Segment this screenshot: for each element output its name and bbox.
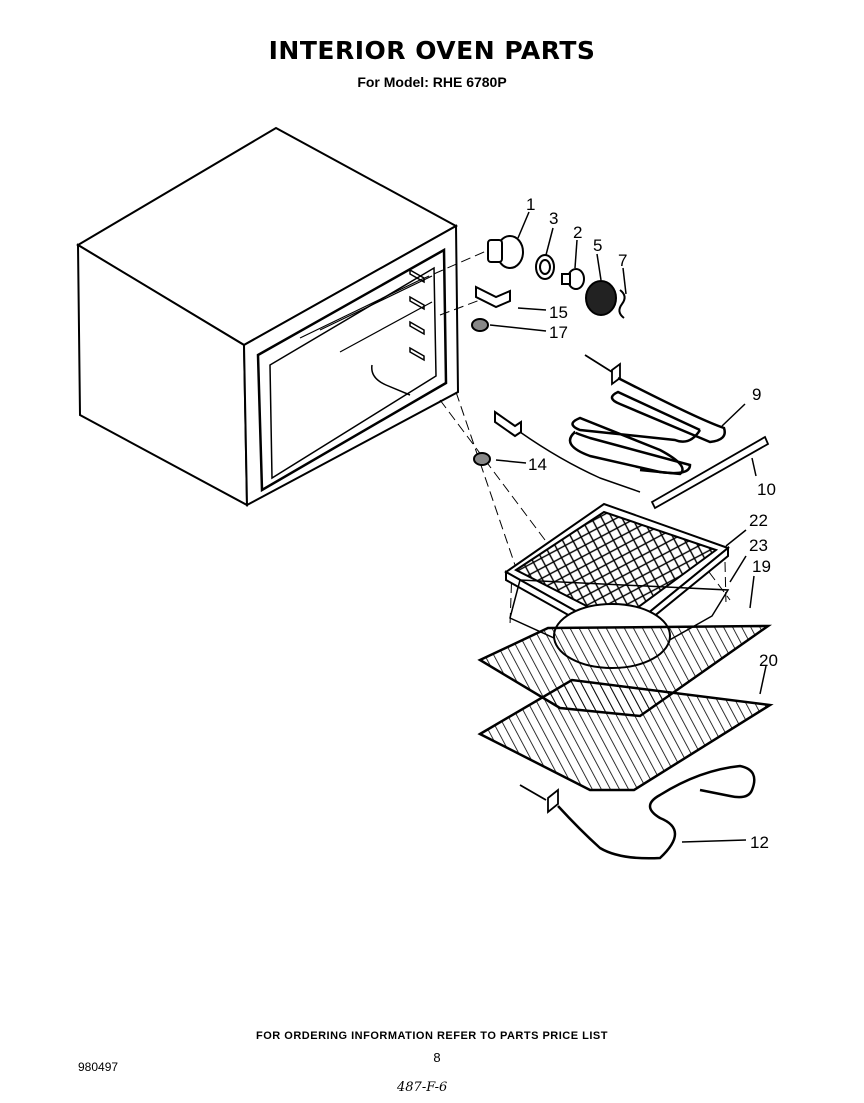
oven-light-assembly	[487, 235, 626, 319]
callout-17: 17	[549, 323, 568, 342]
callout-5: 5	[593, 236, 602, 255]
bake-element	[519, 764, 756, 860]
callout-3: 3	[549, 209, 558, 228]
model-subtitle: For Model: RHE 6780P	[357, 74, 507, 90]
ordering-note: FOR ORDERING INFORMATION REFER TO PARTS …	[256, 1030, 608, 1042]
callout-labels: 1 3 2 5 7 15 17 9 14 10 22 23 19 20 12	[526, 195, 778, 852]
leader-lines	[489, 211, 767, 843]
callout-2: 2	[573, 223, 582, 242]
callout-14: 14	[528, 455, 547, 474]
callout-9: 9	[752, 385, 761, 404]
document-number: 980497	[78, 1060, 119, 1074]
handwritten-note: 487-F-6	[397, 1080, 448, 1095]
oven-cavity	[76, 126, 460, 507]
callout-22: 22	[749, 511, 768, 530]
page-number: 8	[433, 1050, 441, 1065]
callout-20: 20	[759, 651, 778, 670]
callout-12: 12	[750, 833, 769, 852]
callout-7: 7	[618, 251, 627, 270]
callout-15: 15	[549, 303, 568, 322]
page-title: INTERIOR OVEN PARTS	[268, 36, 596, 65]
oven-racks	[477, 624, 774, 792]
callout-19: 19	[752, 557, 771, 576]
bracket-and-thimble	[471, 285, 511, 332]
callout-1: 1	[526, 195, 535, 214]
thimble-and-probe	[473, 410, 641, 493]
heating-elements	[568, 354, 770, 510]
callout-23: 23	[749, 536, 768, 555]
callout-10: 10	[757, 480, 776, 499]
